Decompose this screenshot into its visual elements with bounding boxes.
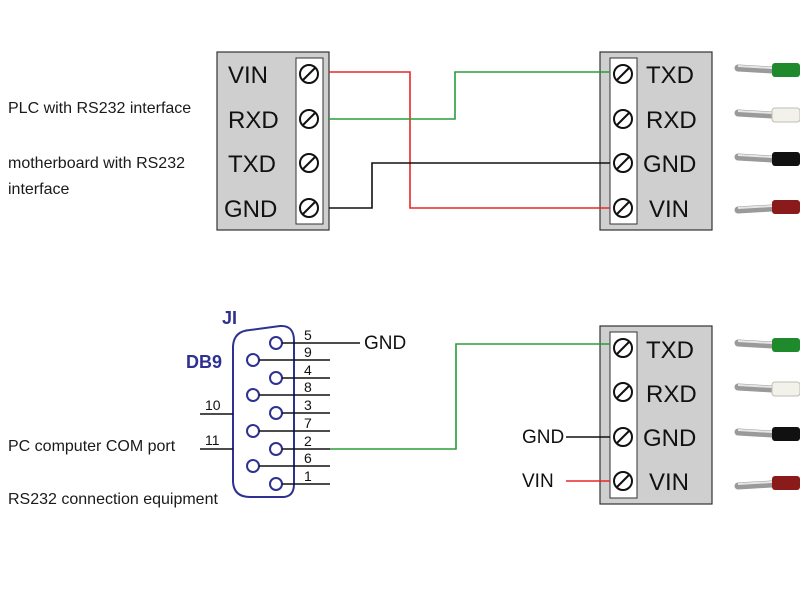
ferrule-white-icon — [734, 381, 800, 397]
screw-terminal-icon — [299, 109, 319, 129]
black-wire-gnd — [329, 162, 610, 209]
label-pc-com-port: PC computer COM port — [8, 438, 176, 455]
terminal-block-bottom-right: TXD RXD GND VIN — [599, 325, 713, 505]
ferrule-red-icon — [734, 476, 800, 490]
pin-number: 1 — [304, 468, 312, 484]
green-wire-db9-to-txd — [330, 343, 610, 450]
screw-terminal-icon — [613, 198, 633, 218]
wire-ferrules-bottom — [734, 338, 800, 490]
terminal-label-vin: VIN — [649, 469, 689, 496]
shell-number: 10 — [205, 397, 221, 413]
db9-pin-8 — [246, 388, 260, 402]
terminal-label-gnd: GND — [643, 425, 696, 452]
terminal-label-vin: VIN — [649, 196, 689, 223]
terminal-label-txd: TXD — [646, 62, 694, 89]
screw-terminal-icon — [613, 153, 633, 173]
screw-terminal-icon — [613, 382, 633, 402]
db9-pin-6 — [246, 459, 260, 473]
terminal-label-txd: TXD — [228, 151, 276, 178]
terminal-label-rxd: RXD — [228, 107, 279, 134]
pin-number: 3 — [304, 397, 312, 413]
pin-number: 6 — [304, 450, 312, 466]
ferrule-green-icon — [734, 338, 800, 352]
screw-terminal-icon — [613, 338, 633, 358]
pin-number: 7 — [304, 415, 312, 431]
red-wire-vin — [329, 71, 610, 209]
screw-terminal-icon — [613, 427, 633, 447]
pin-number: 5 — [304, 327, 312, 343]
db9-pin-3 — [269, 406, 283, 420]
db9-pin-7 — [246, 424, 260, 438]
db9-pin-2 — [269, 442, 283, 456]
ferrule-white-icon — [734, 107, 800, 123]
ferrule-black-icon — [734, 427, 800, 441]
external-gnd-label: GND — [522, 427, 564, 448]
terminal-label-vin: VIN — [228, 62, 268, 89]
screw-terminal-icon — [299, 198, 319, 218]
db9-connector: JI DB9 5 9 4 8 — [186, 308, 406, 498]
db9-shell-outline — [232, 324, 295, 498]
db9-gnd-label: GND — [364, 333, 406, 354]
ferrule-green-icon — [734, 63, 800, 77]
db9-pin-1 — [269, 477, 283, 491]
db9-pin-4 — [269, 371, 283, 385]
label-plc: PLC with RS232 interface — [8, 100, 192, 117]
db9-title: JI — [222, 308, 237, 328]
terminal-label-gnd: GND — [224, 196, 277, 223]
pin-number: 2 — [304, 433, 312, 449]
label-rs232-equipment: RS232 connection equipment — [8, 491, 218, 508]
shell-number: 11 — [205, 432, 220, 448]
screw-terminal-icon — [613, 64, 633, 84]
green-wire-rxd — [329, 71, 610, 120]
pin-number: 9 — [304, 344, 312, 360]
terminal-label-rxd: RXD — [646, 381, 697, 408]
ferrule-red-icon — [734, 200, 800, 214]
pin-number: 4 — [304, 362, 312, 378]
screw-terminal-icon — [299, 64, 319, 84]
screw-terminal-icon — [613, 109, 633, 129]
external-vin-label: VIN — [522, 471, 554, 492]
screw-terminal-icon — [299, 153, 319, 173]
terminal-block-top-left: VIN RXD TXD GND — [216, 51, 330, 231]
terminal-label-txd: TXD — [646, 337, 694, 364]
terminal-block-top-right: TXD RXD GND VIN — [599, 51, 713, 231]
db9-pin-9 — [246, 353, 260, 367]
db9-pin-5 — [269, 336, 283, 350]
pin-number: 8 — [304, 379, 312, 395]
terminal-label-gnd: GND — [643, 151, 696, 178]
db9-type-label: DB9 — [186, 352, 222, 372]
terminal-label-rxd: RXD — [646, 107, 697, 134]
ferrule-black-icon — [734, 152, 800, 166]
wire-ferrules-top — [734, 63, 800, 214]
screw-terminal-icon — [613, 471, 633, 491]
label-motherboard: motherboard with RS232 interface — [8, 155, 185, 198]
